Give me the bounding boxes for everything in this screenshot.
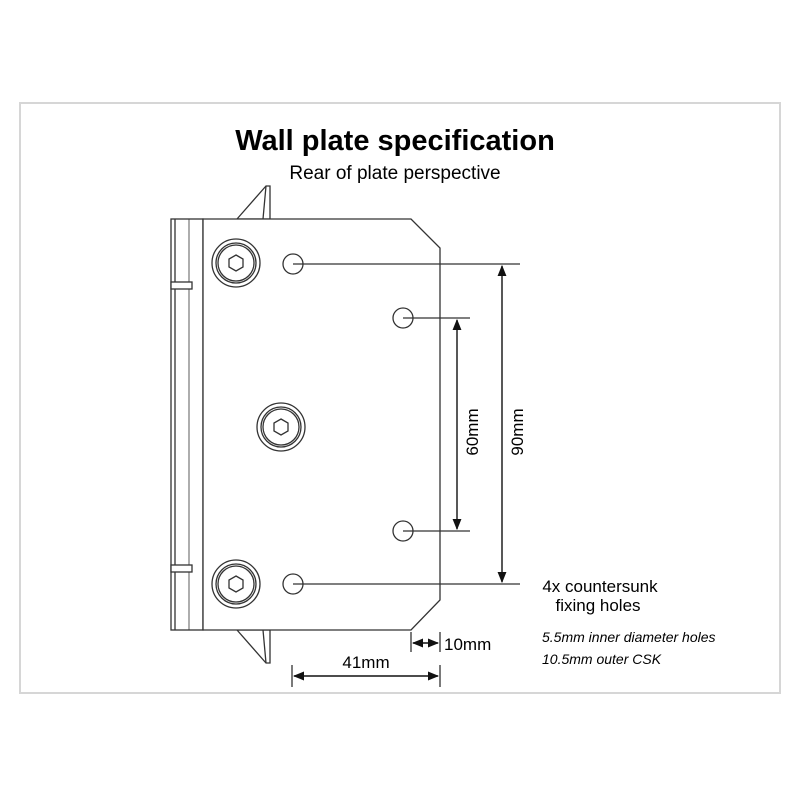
note-inner-diameter: 5.5mm inner diameter holes (542, 629, 716, 645)
note-outer-csk: 10.5mm outer CSK (542, 651, 662, 667)
diagram-title: Wall plate specification (235, 125, 555, 157)
screw-icon (211, 238, 261, 288)
screw-icon (256, 402, 306, 452)
plate-body (202, 218, 441, 631)
callout-line1: 4x countersunk (542, 577, 658, 596)
dimension-90mm-label: 90mm (508, 408, 527, 455)
diagram-subtitle: Rear of plate perspective (289, 163, 500, 184)
screw-icon (211, 559, 261, 609)
plate-drawing (170, 185, 520, 664)
dimension-10mm-label: 10mm (444, 635, 491, 654)
callout-line2: fixing holes (555, 596, 640, 615)
dimension-60mm-label: 60mm (463, 408, 482, 455)
dimension-41mm-label: 41mm (342, 653, 389, 672)
